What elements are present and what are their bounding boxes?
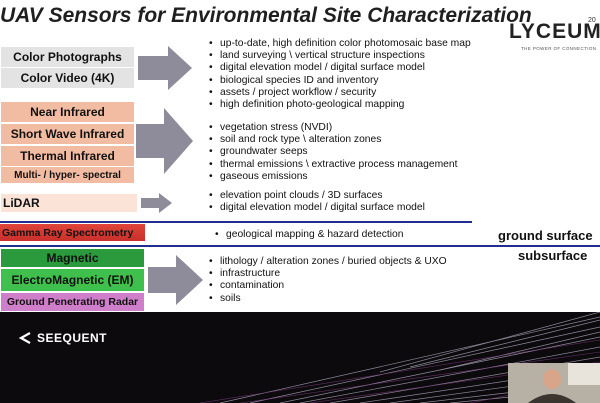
divider-line <box>0 221 472 223</box>
webcam-thumbnail <box>508 363 600 403</box>
sensor-box-color-video: Color Video (4K) <box>0 67 135 89</box>
bullet-item: up-to-date, high definition color photom… <box>220 38 471 50</box>
bullet-item: vegetation stress (NVDI) <box>220 122 458 134</box>
bullet-list-subsurface: lithology / alteration zones / buried ob… <box>206 256 447 305</box>
ground-surface-label: ground surface <box>498 228 593 243</box>
sensor-box-swir: Short Wave Infrared <box>0 123 135 145</box>
presenter-video-icon <box>508 363 600 403</box>
bullet-item: soils <box>220 293 447 305</box>
bullet-item: soil and rock type \ alteration zones <box>220 134 458 146</box>
bullet-list-lidar: elevation point clouds / 3D surfaces dig… <box>206 190 425 214</box>
sensor-box-thermal-infrared: Thermal Infrared <box>0 145 135 167</box>
logo-year: 20 <box>588 17 596 24</box>
bullet-list-infrared: vegetation stress (NVDI) soil and rock t… <box>206 122 458 183</box>
bullet-list-gamma: geological mapping & hazard detection <box>212 229 403 241</box>
footer-banner <box>0 312 600 403</box>
sensor-box-magnetic: Magnetic <box>0 248 145 268</box>
seequent-mark-icon <box>18 332 31 344</box>
slide-title: UAV Sensors for Environmental Site Chara… <box>0 4 532 27</box>
arrow-right-icon <box>138 46 192 90</box>
bullet-item: geological mapping & hazard detection <box>226 229 403 241</box>
bullet-item: lithology / alteration zones / buried ob… <box>220 256 447 268</box>
bullet-item: land surveying \ vertical structure insp… <box>220 50 471 62</box>
bullet-item: infrastructure <box>220 268 447 280</box>
bullet-item: thermal emissions \ extractive process m… <box>220 159 458 171</box>
arrow-right-icon <box>141 193 172 213</box>
bullet-item: high definition photo-geological mapping <box>220 99 471 111</box>
sensor-box-gamma-ray: Gamma Ray Spectrometry <box>0 224 145 241</box>
sensor-box-multi-hyper-spectral: Multi- / hyper- spectral <box>0 166 135 184</box>
logo-tagline: THE POWER OF CONNECTION <box>521 46 597 51</box>
bullet-item: assets / project workflow / security <box>220 87 471 99</box>
sensor-box-electromagnetic: ElectroMagnetic (EM) <box>0 268 145 292</box>
ground-surface-line <box>0 245 600 247</box>
sensor-box-lidar: LiDAR <box>0 193 138 213</box>
arrow-right-icon <box>148 255 203 305</box>
bullet-item: contamination <box>220 280 447 292</box>
lyceum-logo: LYCEUM <box>509 20 600 43</box>
sensor-box-near-infrared: Near Infrared <box>0 101 135 123</box>
bullet-item: digital elevation model / digital surfac… <box>220 62 471 74</box>
sensor-box-color-photographs: Color Photographs <box>0 46 135 68</box>
bullet-item: gaseous emissions <box>220 171 458 183</box>
sensor-box-gpr: Ground Penetrating Radar <box>0 292 145 312</box>
arrow-right-icon <box>136 108 193 174</box>
subsurface-label: subsurface <box>518 248 588 263</box>
bullet-item: groundwater seeps <box>220 146 458 158</box>
seequent-logo: SEEQUENT <box>18 331 107 345</box>
light-streaks-decoration <box>199 312 600 403</box>
bullet-item: elevation point clouds / 3D surfaces <box>220 190 425 202</box>
bullet-list-photo: up-to-date, high definition color photom… <box>206 38 471 111</box>
seequent-brand: SEEQUENT <box>37 331 108 345</box>
bullet-item: biological species ID and inventory <box>220 75 471 87</box>
bullet-item: digital elevation model / digital surfac… <box>220 202 425 214</box>
